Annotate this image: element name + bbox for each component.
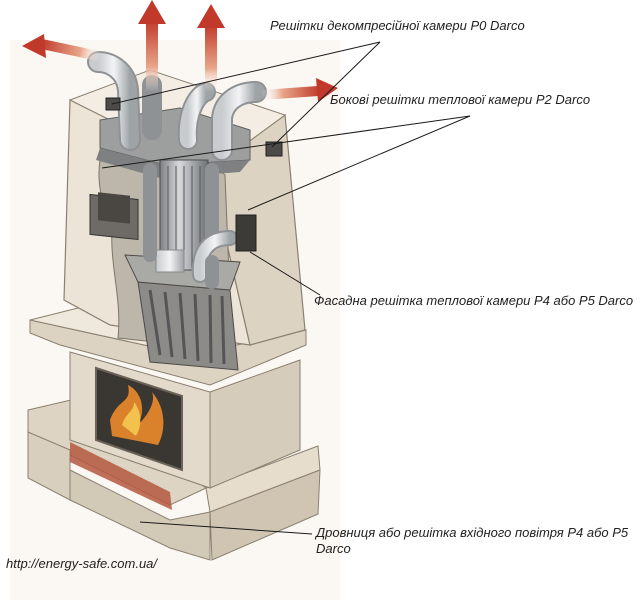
arrow-left-icon [22, 34, 46, 58]
arrow-up-icon [197, 4, 225, 28]
stove-firebox-body [69, 351, 301, 489]
hot-air-arrows [22, 0, 338, 102]
arrow-right-icon [316, 78, 338, 102]
source-url: http://energy-safe.com.ua/ [6, 556, 158, 571]
label-facade-grille: Фасадна решітка теплової камери P4 або P… [314, 293, 634, 308]
grilles [89, 97, 283, 252]
arrow-up-icon [138, 0, 166, 24]
facade-grille-p4 [235, 214, 257, 252]
hearth-strip [70, 442, 172, 510]
label-side-grilles: Бокові решітки теплової камери P2 Darco [330, 92, 591, 107]
leader-lines [101, 41, 471, 535]
decompression-grille-right [265, 141, 283, 157]
air-pipes [87, 51, 267, 289]
label-decompression-grilles: Решітки декомпресійної камери P0 Darco [270, 18, 525, 33]
label-air-intake: Дровниця або решітка вхідного повітря P4… [316, 525, 629, 556]
